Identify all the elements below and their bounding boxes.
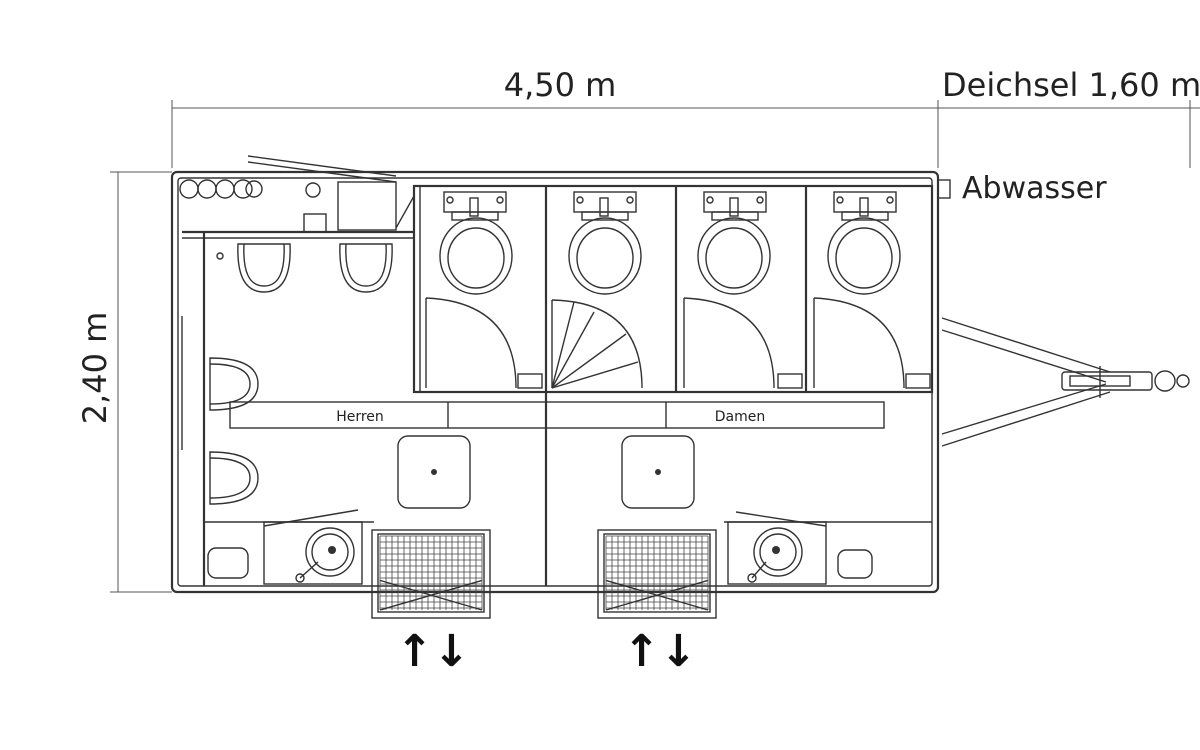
washbasin-unit-right [727, 511, 827, 585]
width-label: 2,40 m [76, 312, 114, 425]
floor-fixtures [397, 435, 695, 509]
men-label: Herren [336, 409, 384, 425]
label-strip: Herren Damen [229, 401, 885, 429]
washbasin-unit-left [263, 509, 363, 585]
waste-water-outlet: Abwasser [937, 171, 1107, 206]
left-sinks [181, 232, 259, 586]
width-dimension: 2,40 m [76, 171, 172, 593]
drawbar-label: Deichsel 1,60 m [942, 66, 1200, 104]
waste-water-label: Abwasser [962, 171, 1107, 206]
drawbar [941, 317, 1190, 447]
toilet-cabin-3 [683, 191, 803, 389]
urinals [216, 243, 393, 293]
fixture-right [837, 549, 873, 579]
door-arrows-left: ↑↓ [396, 626, 470, 677]
toilet-cabin-1 [425, 191, 543, 389]
toilet-cabin-4 [813, 191, 931, 389]
door-arrows-right: ↑↓ [623, 626, 697, 677]
length-dimension: 4,50 m [171, 66, 939, 168]
length-label: 4,50 m [504, 66, 617, 104]
toilet-cabin-2 [551, 191, 643, 389]
drawbar-dimension: Deichsel 1,60 m [938, 66, 1200, 168]
women-label: Damen [715, 409, 765, 425]
technical-room [179, 155, 415, 239]
entrance-step-right [597, 529, 717, 619]
toilet-cabins [412, 184, 934, 394]
entrance-step-left [371, 529, 491, 619]
step-diagonal [605, 579, 709, 611]
step-diagonal [379, 579, 483, 611]
